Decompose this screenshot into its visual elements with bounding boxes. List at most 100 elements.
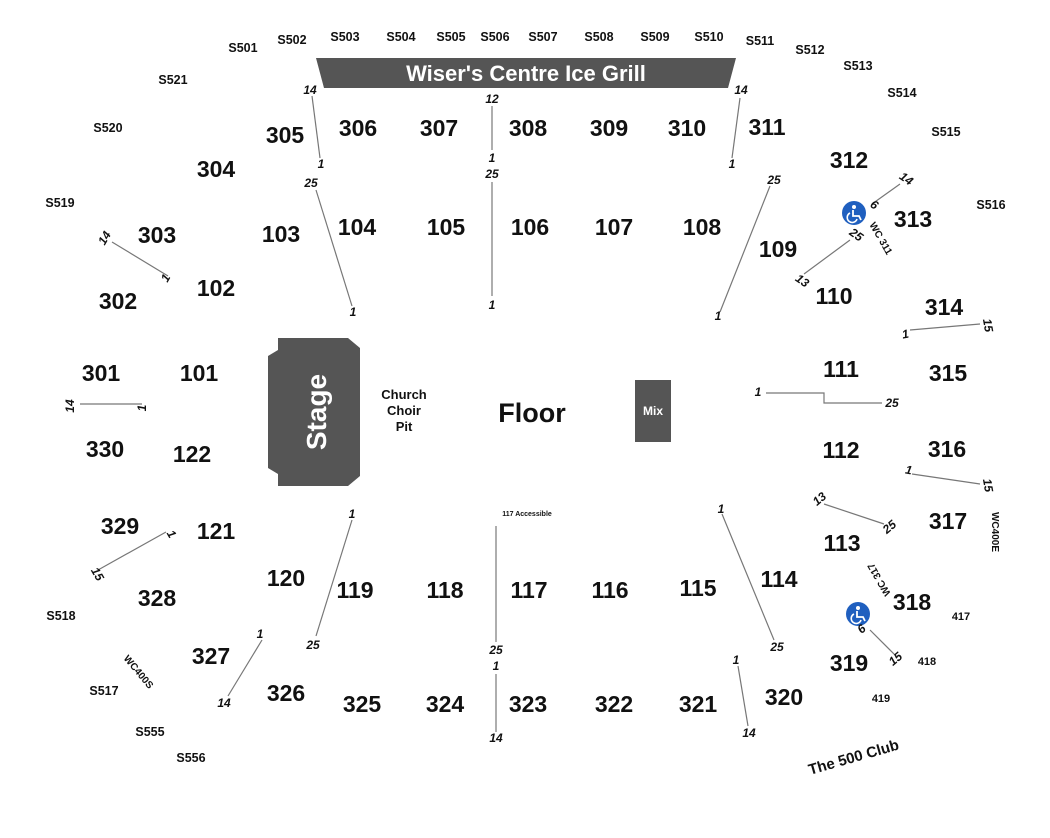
suite-s556[interactable]: S556 [176, 751, 205, 765]
section-318[interactable]: 318 [893, 589, 932, 615]
section-321[interactable]: 321 [679, 691, 718, 717]
row-number: 14 [95, 228, 114, 247]
section-322[interactable]: 322 [595, 691, 633, 717]
section-312[interactable]: 312 [830, 147, 868, 173]
section-104[interactable]: 104 [338, 214, 377, 240]
suite-s504[interactable]: S504 [386, 30, 415, 44]
sections-100-level: 101 102 103 104 105 106 107 108 109 110 … [173, 214, 861, 603]
section-115[interactable]: 115 [679, 575, 716, 601]
row-number: 15 [980, 318, 996, 334]
section-417[interactable]: 417 [952, 611, 970, 623]
suite-s508[interactable]: S508 [584, 30, 613, 44]
suite-s505[interactable]: S505 [436, 30, 465, 44]
section-108[interactable]: 108 [683, 214, 722, 240]
suite-s503[interactable]: S503 [330, 30, 359, 44]
suite-s512[interactable]: S512 [795, 43, 824, 57]
suite-s511[interactable]: S511 [746, 34, 775, 48]
section-111[interactable]: 111 [823, 356, 859, 382]
section-308[interactable]: 308 [509, 115, 548, 141]
section-317[interactable]: 317 [929, 508, 967, 534]
row-number: 25 [488, 643, 503, 657]
section-117[interactable]: 117 [510, 577, 547, 603]
section-122[interactable]: 122 [173, 441, 211, 467]
wc317-label: WC 317 [866, 560, 894, 597]
section-329[interactable]: 329 [101, 513, 139, 539]
suite-s519[interactable]: S519 [45, 196, 74, 210]
section-113[interactable]: 113 [823, 530, 860, 556]
section-110[interactable]: 110 [815, 283, 852, 309]
section-121[interactable]: 121 [197, 518, 236, 544]
suite-s509[interactable]: S509 [640, 30, 669, 44]
section-105[interactable]: 105 [427, 214, 466, 240]
suite-s514[interactable]: S514 [887, 86, 916, 100]
section-311[interactable]: 311 [748, 114, 785, 140]
suite-s513[interactable]: S513 [843, 59, 872, 73]
section-330[interactable]: 330 [86, 436, 124, 462]
ice-grill-banner[interactable] [316, 58, 736, 88]
section-112[interactable]: 112 [822, 437, 859, 463]
suite-s502[interactable]: S502 [277, 33, 306, 47]
row-number: 1 [164, 528, 180, 541]
mix-label: Mix [643, 404, 663, 418]
suite-s510[interactable]: S510 [694, 30, 723, 44]
suite-s516[interactable]: S516 [976, 198, 1005, 212]
section-320[interactable]: 320 [765, 684, 803, 710]
section-301[interactable]: 301 [82, 360, 121, 386]
section-310[interactable]: 310 [668, 115, 706, 141]
section-315[interactable]: 315 [929, 360, 968, 386]
row-number: 1 [350, 305, 357, 319]
row-number: 25 [884, 396, 899, 410]
suite-s555[interactable]: S555 [135, 725, 164, 739]
section-419[interactable]: 419 [872, 693, 890, 705]
section-324[interactable]: 324 [426, 691, 465, 717]
row-number: 1 [257, 627, 264, 641]
row-line [721, 513, 775, 641]
section-114[interactable]: 114 [760, 566, 797, 592]
suite-s507[interactable]: S507 [528, 30, 557, 44]
suite-s501[interactable]: S501 [228, 41, 257, 55]
row-line [823, 503, 885, 525]
suite-s520[interactable]: S520 [93, 121, 122, 135]
section-107[interactable]: 107 [595, 214, 633, 240]
section-325[interactable]: 325 [343, 691, 382, 717]
section-313[interactable]: 313 [894, 206, 932, 232]
suite-s515[interactable]: S515 [931, 125, 960, 139]
suite-s517[interactable]: S517 [89, 684, 118, 698]
section-309[interactable]: 309 [590, 115, 628, 141]
section-106[interactable]: 106 [511, 214, 549, 240]
section-319[interactable]: 319 [830, 650, 868, 676]
section-118[interactable]: 118 [426, 577, 463, 603]
section-418[interactable]: 418 [918, 656, 936, 668]
section-305[interactable]: 305 [266, 122, 305, 148]
suite-s521[interactable]: S521 [158, 73, 187, 87]
suite-s518[interactable]: S518 [46, 609, 75, 623]
section-102[interactable]: 102 [197, 275, 235, 301]
section-116[interactable]: 116 [591, 577, 628, 603]
section-109[interactable]: 109 [759, 236, 797, 262]
row-line [737, 665, 749, 727]
ice-grill-label: Wiser's Centre Ice Grill [406, 61, 646, 86]
section-326[interactable]: 326 [267, 680, 305, 706]
section-307[interactable]: 307 [420, 115, 458, 141]
section-303[interactable]: 303 [138, 222, 176, 248]
suite-s506[interactable]: S506 [480, 30, 509, 44]
section-314[interactable]: 314 [925, 294, 964, 320]
floor-label[interactable]: Floor [498, 398, 566, 428]
section-120[interactable]: 120 [267, 565, 305, 591]
suites-top: S501 S502 S503 S504 S505 S506 S507 S508 … [228, 30, 1005, 212]
row-line [719, 185, 771, 313]
section-316[interactable]: 316 [928, 436, 966, 462]
section-103[interactable]: 103 [262, 221, 300, 247]
section-323[interactable]: 323 [509, 691, 547, 717]
section-327[interactable]: 327 [192, 643, 230, 669]
section-302[interactable]: 302 [99, 288, 137, 314]
section-304[interactable]: 304 [197, 156, 236, 182]
section-328[interactable]: 328 [138, 585, 177, 611]
section-306[interactable]: 306 [339, 115, 377, 141]
section-119[interactable]: 119 [336, 577, 373, 603]
club-500-label[interactable]: The 500 Club [807, 737, 901, 779]
row-line [731, 97, 741, 159]
section-101[interactable]: 101 [180, 360, 219, 386]
sections-300-level: 301 302 303 304 305 306 307 308 309 310 … [82, 114, 968, 717]
row-number: 1 [135, 404, 149, 411]
